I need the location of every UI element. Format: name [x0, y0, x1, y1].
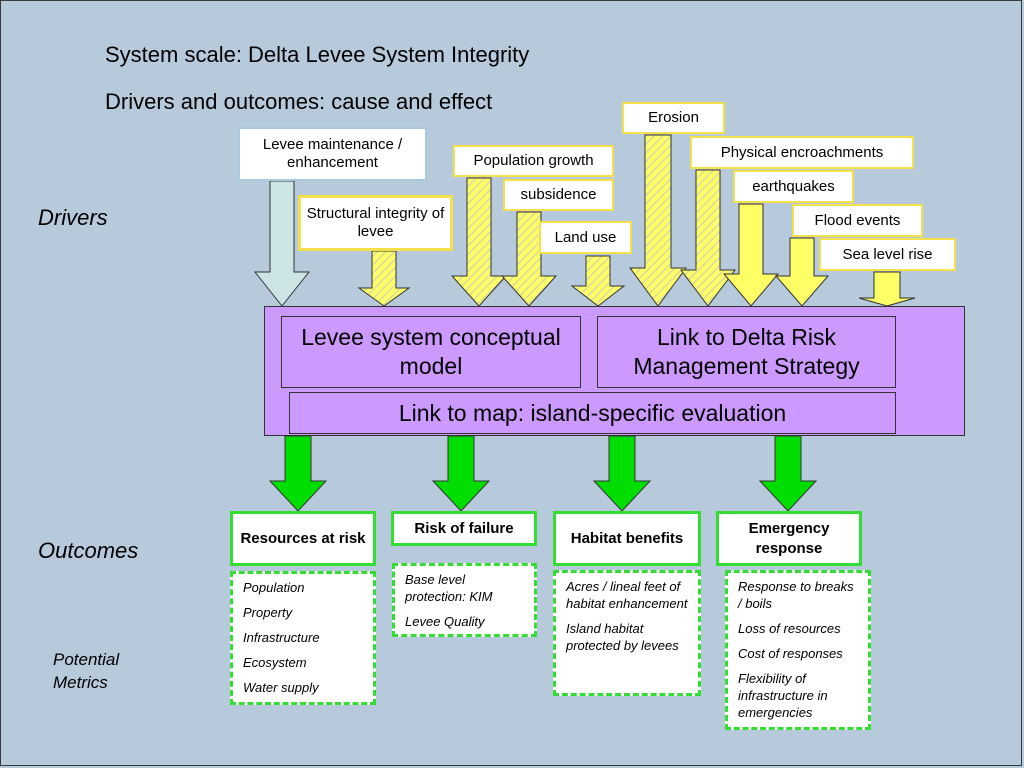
metric-item: Population: [243, 580, 305, 595]
driver-erosion: Erosion: [622, 102, 725, 134]
arrow-sea-level-rise: [858, 271, 916, 307]
outcome-emergency-response: Emergency response: [716, 511, 862, 566]
arrow-land-use: [570, 255, 626, 307]
metric-item: Cost of responses: [738, 646, 843, 661]
arrow-earthquakes: [722, 203, 780, 307]
arrow-outcome-emergency: [758, 435, 818, 512]
metric-item: Base level protection: KIM: [405, 572, 493, 604]
metric-item: Acres / lineal feet of habitat enhanceme…: [566, 579, 688, 611]
potential-metrics-label: Potential Metrics: [53, 650, 120, 692]
arrow-outcome-resources: [268, 435, 328, 512]
metric-item: Property: [243, 605, 293, 620]
slide-subtitle: Drivers and outcomes: cause and effect: [105, 89, 493, 114]
driver-flood-events: Flood events: [792, 204, 923, 237]
arrow-flood-events: [774, 237, 830, 307]
metrics-habitat-benefits: Acres / lineal feet of habitat enhanceme…: [553, 570, 701, 696]
arrow-levee-maintenance: [253, 180, 311, 307]
driver-sea-level-rise: Sea level rise: [819, 238, 956, 271]
metrics-resources-at-risk: Population Property Infrastructure Ecosy…: [230, 571, 376, 705]
map-link-box: Link to map: island-specific evaluation: [289, 392, 896, 434]
outcome-habitat-benefits: Habitat benefits: [553, 511, 701, 566]
arrow-outcome-risk: [431, 435, 491, 512]
driver-earthquakes: earthquakes: [733, 170, 854, 203]
delta-risk-strategy-box: Link to Delta Risk Management Strategy: [597, 316, 896, 388]
slide-title: System scale: Delta Levee System Integri…: [105, 42, 530, 67]
metric-item: Water supply: [243, 680, 319, 695]
outcomes-label: Outcomes: [38, 538, 139, 563]
driver-population-growth: Population growth: [453, 145, 614, 177]
arrow-outcome-habitat: [592, 435, 652, 512]
metric-item: Flexibility of infrastructure in emergen…: [738, 671, 828, 720]
outcome-resources-at-risk: Resources at risk: [230, 511, 376, 566]
arrow-structural-integrity: [357, 250, 411, 307]
arrow-erosion: [629, 134, 687, 307]
arrow-population-growth: [450, 177, 508, 307]
metric-item: Levee Quality: [405, 614, 485, 629]
conceptual-model-box: Levee system conceptual model: [281, 316, 581, 388]
metric-item: Response to breaks / boils: [738, 579, 854, 611]
metric-item: Infrastructure: [243, 630, 320, 645]
metric-item: Island habitat protected by levees: [566, 621, 679, 653]
driver-levee-maintenance: Levee maintenance / enhancement: [238, 127, 427, 181]
drivers-label: Drivers: [38, 205, 108, 230]
metric-item: Loss of resources: [738, 621, 841, 636]
driver-land-use: Land use: [539, 221, 632, 254]
driver-structural-integrity: Structural integrity of levee: [298, 195, 453, 251]
metrics-risk-of-failure: Base level protection: KIM Levee Quality: [392, 563, 537, 637]
driver-physical-encroachments: Physical encroachments: [690, 136, 914, 169]
metric-item: Ecosystem: [243, 655, 307, 670]
metrics-emergency-response: Response to breaks / boils Loss of resou…: [725, 570, 871, 730]
outcome-risk-of-failure: Risk of failure: [391, 511, 537, 546]
driver-subsidence: subsidence: [503, 179, 614, 211]
arrow-physical-encroachments: [680, 169, 736, 307]
